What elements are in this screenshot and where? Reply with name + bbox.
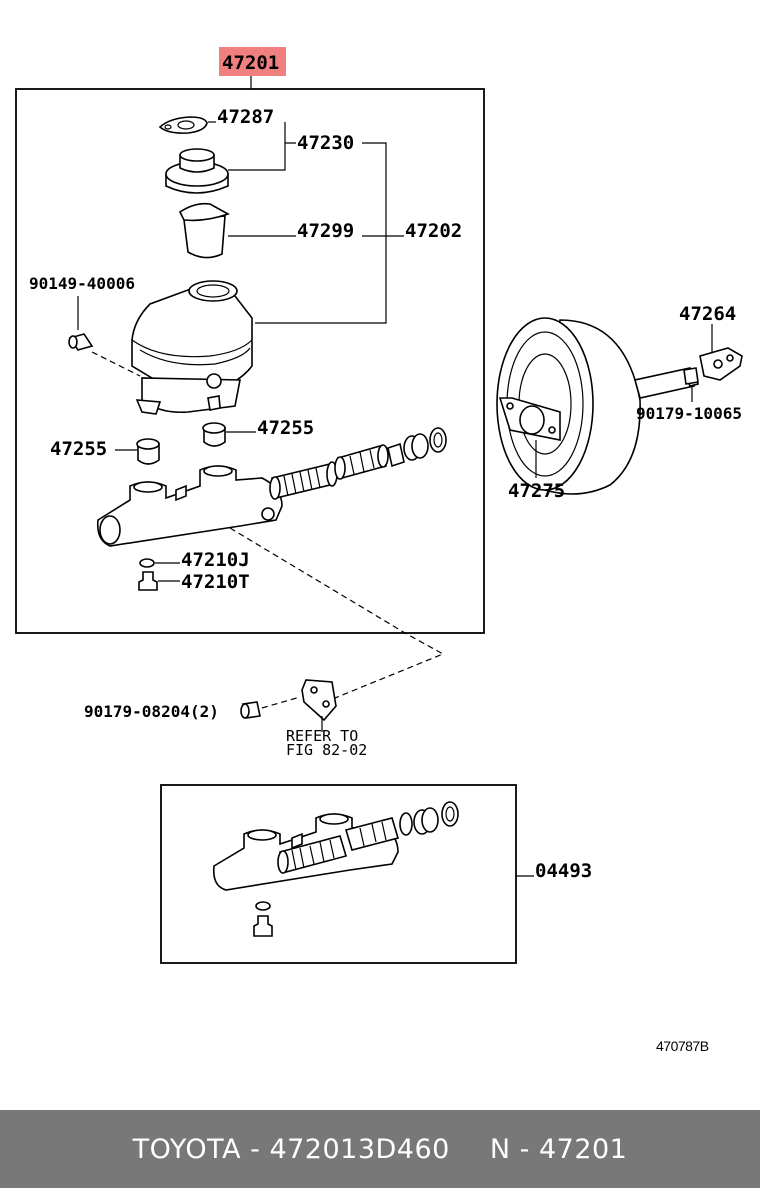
nut-90179-08204-part bbox=[240, 701, 261, 719]
master-cylinder-part bbox=[96, 465, 283, 547]
footer-brand-part-number: TOYOTA - 472013D460 bbox=[132, 1133, 450, 1165]
strainer-47299-part bbox=[178, 202, 230, 259]
cap-47230-part bbox=[165, 148, 229, 194]
parts-diagram: 47201 47287 47230 47299 47202 90 bbox=[15, 47, 743, 1054]
label-47255-right[interactable]: 47255 bbox=[257, 417, 314, 439]
label-47255-left[interactable]: 47255 bbox=[50, 438, 107, 460]
illustration-id: 470787B bbox=[656, 1038, 709, 1054]
assembly-number-highlight bbox=[219, 47, 286, 76]
label-47275[interactable]: 47275 bbox=[508, 480, 565, 502]
reservoir-47202-part bbox=[131, 280, 253, 415]
refer-to-line2[interactable]: FIG 82-02 bbox=[286, 741, 367, 759]
clevis-47264-part bbox=[699, 347, 743, 381]
assembly-number-47201[interactable]: 47201 bbox=[222, 52, 279, 74]
kit-piston-part bbox=[277, 801, 459, 874]
gasket-47287-part bbox=[158, 116, 208, 134]
nut-90179-10065-part bbox=[683, 367, 699, 385]
footer-bar: TOYOTA - 472013D460 N - 47201 bbox=[0, 1110, 760, 1188]
label-47287[interactable]: 47287 bbox=[217, 106, 274, 128]
label-90149-40006[interactable]: 90149-40006 bbox=[29, 274, 135, 293]
footer-part-ref: N - 47201 bbox=[489, 1133, 628, 1165]
piston-set-part bbox=[269, 427, 447, 500]
label-90179-08204[interactable]: 90179-08204(2) bbox=[84, 702, 219, 721]
label-47264[interactable]: 47264 bbox=[679, 303, 736, 325]
label-47210j[interactable]: 47210J bbox=[181, 549, 250, 571]
brake-booster-part bbox=[496, 317, 699, 495]
label-47202[interactable]: 47202 bbox=[405, 220, 462, 242]
screw-90149-part bbox=[68, 333, 94, 351]
label-04493[interactable]: 04493 bbox=[535, 860, 592, 882]
refer-to-line1: REFER TO bbox=[286, 727, 358, 745]
grommet-right-part bbox=[202, 422, 226, 447]
plug-47210j-part bbox=[139, 558, 155, 568]
bracket-refer-part bbox=[301, 679, 337, 722]
assembly-box bbox=[15, 88, 485, 634]
kit-plug-part bbox=[253, 901, 273, 937]
grommet-left-part bbox=[136, 438, 160, 465]
label-47210t[interactable]: 47210T bbox=[181, 571, 250, 593]
kit-box bbox=[160, 784, 517, 964]
label-47299[interactable]: 47299 bbox=[297, 220, 354, 242]
label-90179-10065[interactable]: 90179-10065 bbox=[636, 404, 742, 423]
plug-47210t-part bbox=[138, 571, 158, 591]
label-47230[interactable]: 47230 bbox=[297, 132, 354, 154]
